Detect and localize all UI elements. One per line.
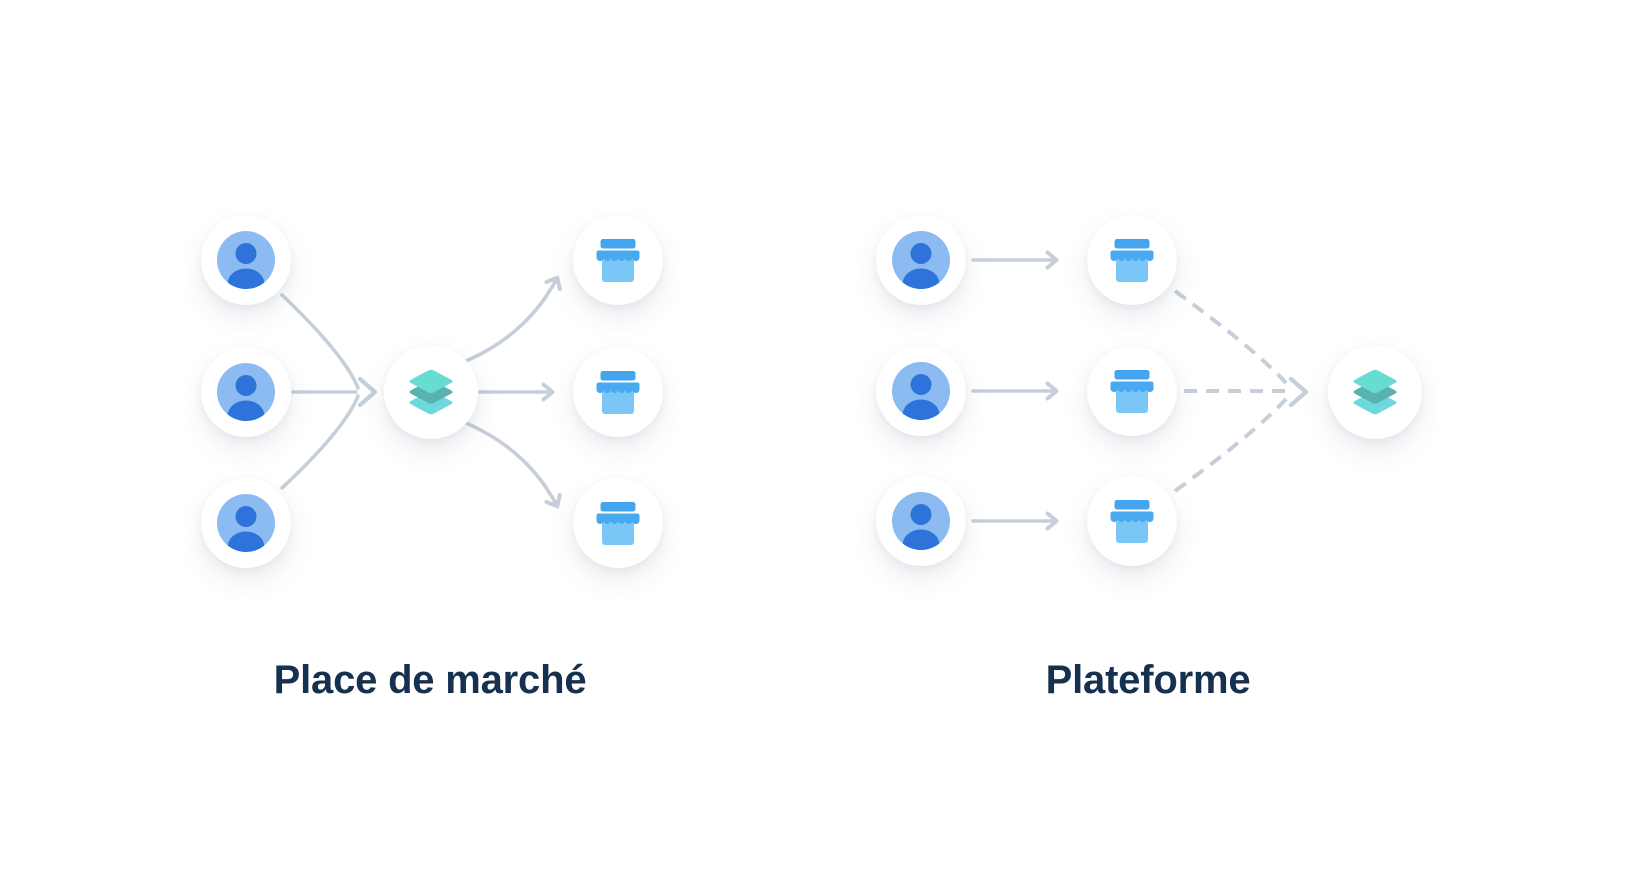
layers-icon [1349,366,1401,418]
consumer-node [876,215,966,305]
merchant-node [1087,476,1177,566]
user-icon [217,494,275,552]
storefront-icon [1108,500,1156,543]
storefront-icon [594,502,642,545]
merchant-node [1087,346,1177,436]
hub-arrowhead-icon [357,376,378,408]
consumer-node [876,476,966,566]
merchant3-to-platform-dashed-arrow [1173,397,1288,493]
user-icon [892,231,950,289]
storefront-icon [594,371,642,414]
merchant-node [573,347,663,437]
user-icon [892,362,950,420]
consumer-node [201,347,291,437]
consumer3-to-hub-arrow [280,394,360,490]
consumer-node [876,346,966,436]
merchant-node [573,478,663,568]
marketplace-arrows [280,275,562,509]
user-icon [892,492,950,550]
storefront-icon [1108,370,1156,413]
hub-to-merchant1-arrow [464,275,562,363]
marketplace-hub-node [384,345,478,439]
merchant-node [1087,215,1177,305]
consumer-node [201,215,291,305]
platform-arrowhead-icon [1288,376,1309,408]
platform-title: Plateforme [1045,658,1251,702]
storefront-icon [1108,239,1156,282]
platform-arrows [971,250,1309,531]
platform-hub-node [1328,345,1422,439]
consumer-node [201,478,291,568]
user-icon [217,231,275,289]
layers-icon [405,366,457,418]
marketplace-title: Place de marché [273,658,587,702]
storefront-icon [594,239,642,282]
user-icon [217,363,275,421]
merchant-node [573,215,663,305]
hub-to-merchant3-arrow [464,421,562,509]
consumer1-to-hub-arrow [280,293,360,390]
merchant1-to-platform-dashed-arrow [1173,289,1288,385]
